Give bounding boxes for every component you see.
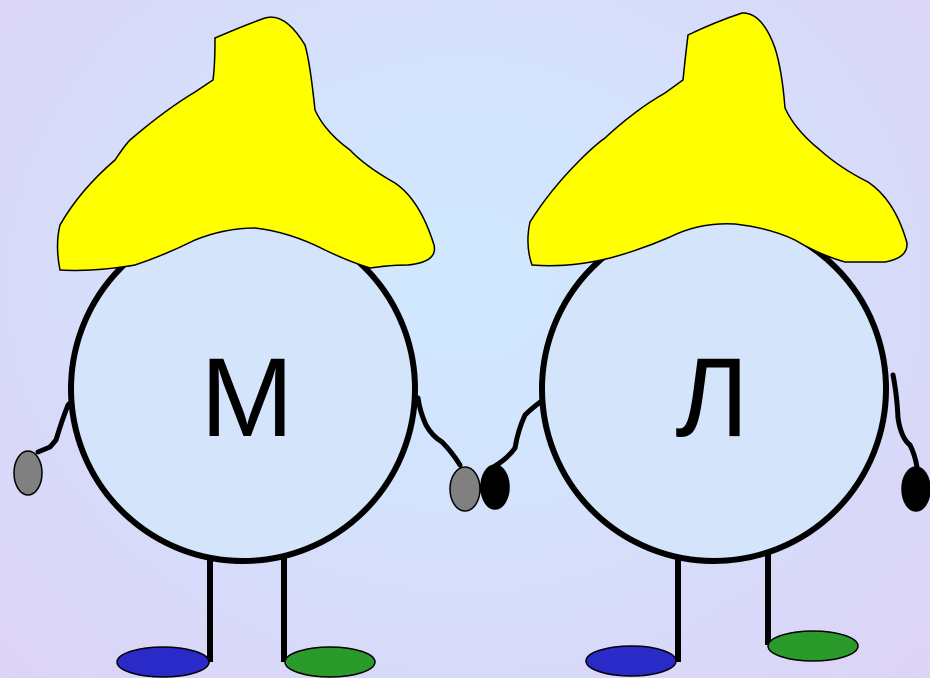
- character-l: Л: [480, 12, 930, 677]
- right-hand: [449, 466, 481, 512]
- right-shoe: [284, 646, 376, 678]
- right-hand: [901, 466, 930, 512]
- left-arm: [35, 392, 81, 455]
- hat: [56, 16, 436, 272]
- right-arm: [415, 395, 463, 468]
- left-shoe: [585, 645, 677, 677]
- left-hand: [480, 464, 510, 510]
- left-shoe: [116, 646, 210, 678]
- right-shoe: [767, 630, 859, 662]
- left-hand: [13, 450, 43, 496]
- character-letter: Л: [675, 335, 749, 460]
- character-letter: М: [200, 335, 293, 460]
- character-m: М: [13, 16, 481, 678]
- right-arm: [890, 372, 920, 470]
- hat: [527, 12, 908, 267]
- left-arm: [492, 397, 546, 469]
